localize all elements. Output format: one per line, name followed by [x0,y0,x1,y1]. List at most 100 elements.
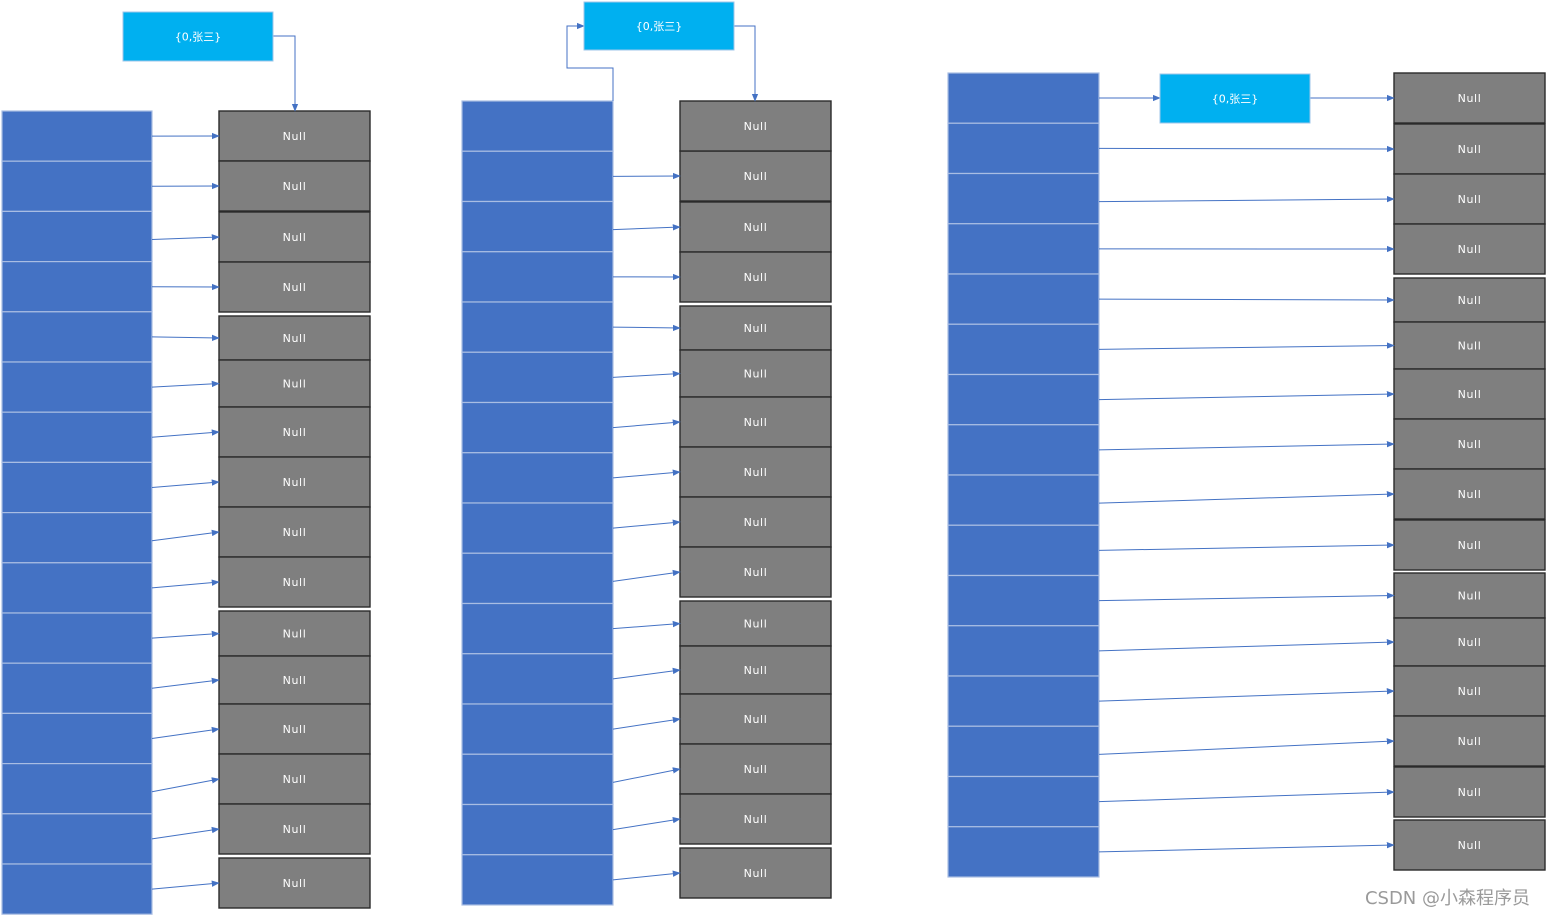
table-2-bucket-slot-9 [461,552,614,605]
table-2-bucket-slot-6 [461,401,614,454]
table-2-null-label-1: Null [744,170,768,183]
table-1-bucket-slot-4 [1,311,153,363]
table-3-pointer-14 [1098,789,1395,803]
table-3-pointer-4 [1098,296,1395,304]
table-2-pointer-11 [612,667,681,680]
table-2-null-box-13 [679,743,832,795]
table-3-null-label-8: Null [1458,488,1482,501]
table-3-null-label-2: Null [1458,193,1482,206]
table-1-null-label-3: Null [283,281,307,294]
table-3-null-box-7 [1393,418,1546,470]
table-3-pointer-13 [1098,738,1395,755]
table-1-pointer-4 [151,334,220,342]
table-2-null-label-7: Null [744,466,768,479]
table-2-null-label-14: Null [744,813,768,826]
table-3-null-label-1: Null [1458,143,1482,156]
table-2-null-label-4: Null [744,322,768,335]
table-3-null-box-6 [1393,368,1546,420]
table-1-bucket-slot-11 [1,662,153,715]
table-3-bucket-slot-2 [947,172,1100,225]
table-3-null-box-13 [1393,715,1546,767]
table-3-null-box-0 [1393,72,1546,124]
table-1-null-label-1: Null [283,180,307,193]
table-3-bucket-slot-11 [947,625,1100,677]
table-1-null-label-15: Null [283,877,307,890]
table-1-pointer-15 [151,880,220,890]
table-2-null-box-0 [679,100,832,152]
table-3-null-label-0: Null [1458,92,1482,105]
table-1-null-box-1 [218,160,371,212]
table-3-null-box-15 [1393,819,1546,871]
watermark: CSDN @小森程序员 [1364,888,1530,909]
table-2-pointer-2 [612,224,681,231]
table-3-bucket-slot-8 [947,474,1100,526]
table-1-pointer-6 [151,429,220,438]
table-1-null-label-13: Null [283,773,307,786]
table-2-null-box-3 [679,251,832,303]
table-1-pointer-8 [151,529,220,542]
table-3-null-box-10 [1393,572,1546,619]
table-1-bucket-slot-10 [1,612,153,664]
table-1-bucket-slot-9 [1,562,153,614]
table-3-pointer-6 [1098,390,1395,401]
table-2-entry-node-label: {0,张三} [636,20,683,33]
table-2-null-label-0: Null [744,120,768,133]
table-2-null-label-15: Null [744,867,768,880]
table-1-bucket-slot-7 [1,461,153,514]
table-2-pointer-7 [612,469,681,479]
table-2-null-box-10 [679,600,832,647]
table-3-bucket-slot-3 [947,223,1100,275]
table-1-bucket-slot-5 [1,361,153,413]
table-2-null-box-14 [679,793,832,845]
table-2-pointer-9 [612,569,681,582]
table-3-pointer-1 [1098,145,1395,153]
table-1-null-label-4: Null [283,332,307,345]
table-1-null-label-2: Null [283,231,307,244]
table-1-entry-node-label: {0,张三} [175,31,222,44]
table-2-null-box-6 [679,396,832,448]
table-3-null-label-12: Null [1458,685,1482,698]
table-2-null-label-9: Null [744,566,768,579]
table-1-null-box-0 [218,110,371,162]
table-3-bucket-slot-9 [947,524,1100,577]
table-2-null-label-13: Null [744,763,768,776]
table-3-null-label-7: Null [1458,438,1482,451]
table-1-bucket-slot-12 [1,712,153,765]
table-3-entry-node [1159,73,1311,124]
table-1-null-label-5: Null [283,378,307,391]
table-2-entry-node [583,1,735,51]
table-1-null-box-14 [218,803,371,855]
table-3-pointer-12 [1098,688,1395,702]
table-2-null-label-3: Null [744,271,768,284]
table-2-bucket-slot-7 [461,452,614,504]
table-1-pointer-13 [151,777,220,793]
table-2-pointer-8 [612,519,681,529]
table-2-bucket-slot-12 [461,703,614,755]
table-1-null-label-6: Null [283,426,307,439]
table-1-bucket-slot-13 [1,762,153,815]
table-1-pointer-14 [151,826,220,840]
table-1-pointer-2 [151,234,220,241]
table-1-null-label-9: Null [283,576,307,589]
table-2-null-label-11: Null [744,664,768,677]
table-2-null-label-5: Null [744,368,768,381]
table-3-null-box-3 [1393,223,1546,275]
table-2-slot0-to-entry [566,22,614,101]
table-3-null-label-15: Null [1458,839,1482,852]
table-2-null-box-15 [679,847,832,899]
table-3-bucket-slot-1 [947,122,1100,175]
table-3-null-label-4: Null [1458,294,1482,307]
table-2-null-box-11 [679,645,832,695]
table-3-bucket-slot-12 [947,675,1100,727]
table-3-null-label-14: Null [1458,786,1482,799]
table-1-pointer-10 [151,630,220,639]
table-3-pointer-11 [1098,639,1395,652]
table-1-bucket-slot-15 [1,863,153,915]
table-3-bucket-slot-15 [947,826,1100,878]
table-1-null-label-14: Null [283,823,307,836]
table-1-bucket-slot-2 [1,210,153,263]
table-3-null-box-12 [1393,665,1546,717]
table-1-null-label-12: Null [283,723,307,736]
table-1-bucket-slot-14 [1,813,153,865]
table-3-null-label-3: Null [1458,243,1482,256]
